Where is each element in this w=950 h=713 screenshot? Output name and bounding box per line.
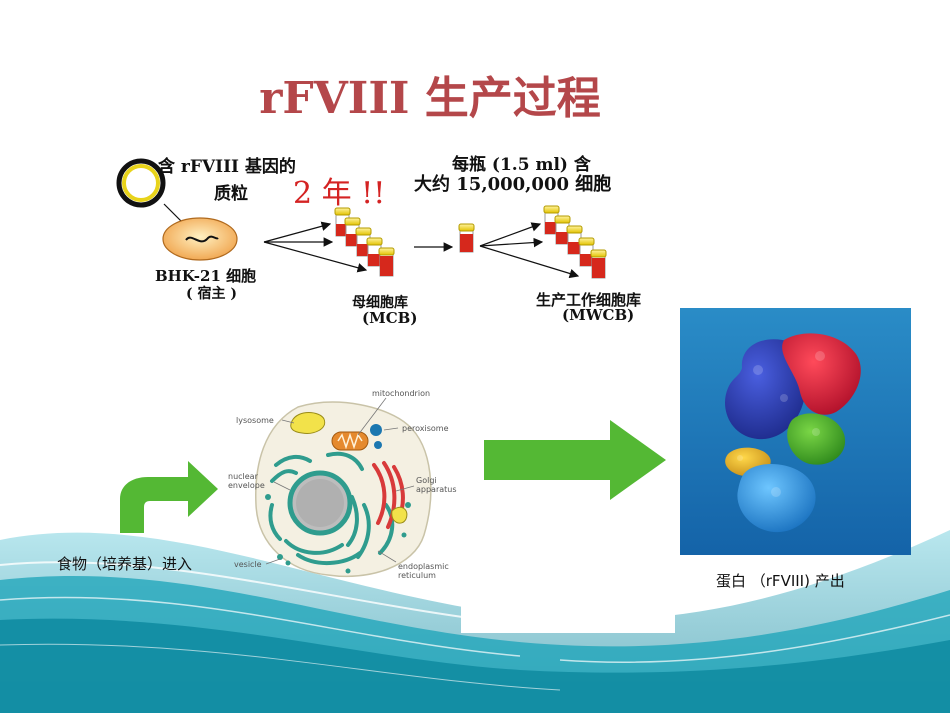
lysosome-label: lysosome [236, 416, 274, 425]
food-label: 食物（培养基）进入 [57, 555, 193, 573]
mcb-label-line1: 母细胞库 [352, 295, 408, 311]
nuclear-label-line1: nuclear [228, 472, 259, 481]
mwcb-label-line2: (MWCB) [562, 306, 635, 324]
nuclear-label-line2: envelope [228, 481, 265, 490]
golgi-label-line2: apparatus [416, 485, 457, 494]
cell-vesicles [265, 494, 411, 574]
peroxisome-label: peroxisome [402, 424, 449, 433]
animal-cell-diagram: lysosome mitochondrion peroxisome nuclea… [228, 389, 457, 580]
food-input-arrow [120, 461, 218, 533]
mwcb-vials [543, 205, 607, 279]
er-label-line1: endoplasmic [398, 562, 449, 571]
plasmid-icon [116, 158, 166, 208]
vial-label-line1: 每瓶 (1.5 ml) 含 [452, 155, 591, 175]
production-arrow [484, 420, 666, 500]
mitochondrion-label: mitochondrion [372, 389, 430, 398]
years-note: 2 年 !! [293, 176, 386, 211]
host-cell [162, 217, 238, 261]
plasmid-label-line2: 质粒 [214, 184, 248, 204]
host-label-line1: BHK-21 细胞 [155, 267, 257, 285]
cell-diagram-backdrop [461, 543, 675, 633]
host-label-line2: ( 宿主 ) [186, 286, 237, 302]
slide-title: rFVIII 生产过程 [259, 73, 601, 124]
golgi-label-line1: Golgi [416, 476, 437, 485]
protein-structure-image [680, 308, 911, 555]
cell-bank-flow [162, 203, 607, 279]
nucleus [287, 470, 353, 536]
mitochondrion-shape [331, 431, 369, 451]
single-vial [458, 223, 475, 253]
vesicle-label: vesicle [234, 560, 262, 569]
protein-label: 蛋白 （rFVIII) 产出 [716, 572, 845, 590]
plasmid-label-line1: 含 rFVIII 基因的 [158, 157, 296, 177]
vial-label-line2: 大约 15,000,000 细胞 [414, 174, 612, 195]
mcb-label-line2: (MCB) [362, 309, 418, 327]
er-label-line2: reticulum [398, 571, 436, 580]
mwcb-label-line1: 生产工作细胞库 [536, 291, 642, 309]
mcb-vials [334, 207, 395, 277]
er-strands [268, 451, 395, 566]
